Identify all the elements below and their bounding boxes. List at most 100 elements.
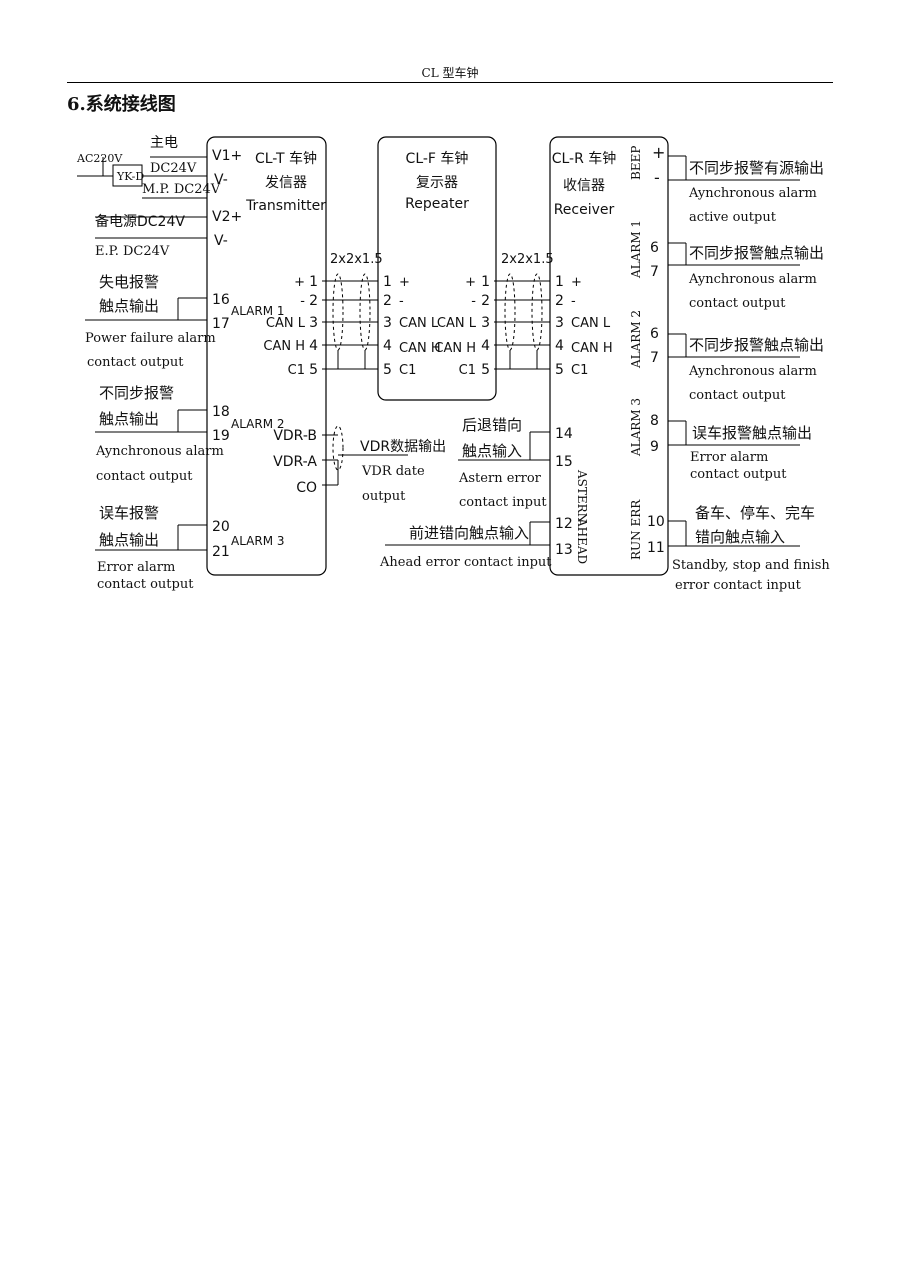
error-alarm-cn2: 触点输出 bbox=[99, 531, 159, 549]
bus-num: 5 bbox=[309, 362, 318, 378]
bus-label: C1 bbox=[459, 363, 476, 378]
error-alarm-en2: contact output bbox=[97, 577, 194, 592]
middle-input-wires bbox=[385, 431, 550, 546]
alarm2-output-en1: Aynchronous alarm bbox=[688, 364, 817, 379]
beep-output-en2: active output bbox=[689, 210, 777, 225]
bus-num: 2 bbox=[555, 293, 564, 309]
bus-label: + bbox=[294, 275, 305, 290]
beep-output-en1: Aynchronous alarm bbox=[688, 186, 817, 201]
bus-num: 4 bbox=[309, 338, 318, 354]
bus-num: 5 bbox=[481, 362, 490, 378]
receiver-t14: 14 bbox=[555, 426, 573, 442]
transmitter-title-cn: 发信器 bbox=[265, 175, 307, 191]
run-err-en2: error contact input bbox=[675, 578, 802, 593]
ahead-cn-label: 前进错向触点输入 bbox=[409, 524, 529, 542]
terminal-21: 21 bbox=[212, 544, 230, 560]
terminal-vdr-a: VDR-A bbox=[273, 454, 317, 470]
terminal-v1-minus: V- bbox=[214, 172, 228, 188]
alarm3-output-en1: Error alarm bbox=[690, 450, 768, 465]
terminal-18: 18 bbox=[212, 404, 230, 420]
terminal-v1-plus: V1+ bbox=[212, 148, 242, 164]
bus-label: - bbox=[399, 294, 404, 309]
power-fail-cn2: 触点输出 bbox=[99, 297, 159, 315]
terminal-17: 17 bbox=[212, 316, 230, 332]
async-alarm-en1: Aynchronous alarm bbox=[95, 444, 224, 459]
transmitter-title-en: Transmitter bbox=[245, 198, 326, 214]
bus-label: C1 bbox=[288, 363, 305, 378]
bus-num: 1 bbox=[481, 274, 490, 290]
bus-label: C1 bbox=[571, 363, 588, 378]
bus-num: 3 bbox=[383, 315, 392, 331]
astern-cn-label-2: 触点输入 bbox=[462, 442, 522, 460]
header-rule bbox=[67, 82, 833, 83]
ac220v-label: AC220V bbox=[76, 152, 123, 165]
vdr-wires bbox=[322, 425, 408, 486]
run-err-cn1: 备车、停车、完车 bbox=[695, 504, 815, 522]
terminal-19: 19 bbox=[212, 428, 230, 444]
transmitter-alarm2-label: ALARM 2 bbox=[231, 417, 285, 431]
receiver-run-err-label: RUN ERR bbox=[629, 499, 643, 560]
vdr-cn-label: VDR数据输出 bbox=[360, 439, 446, 455]
bus-cable-right bbox=[494, 273, 550, 370]
mp-dc24v-label: M.P. DC24V bbox=[142, 182, 221, 197]
repeater-box bbox=[377, 136, 497, 401]
section-title: 6.系统接线图 bbox=[67, 94, 176, 115]
bus-label: CAN H bbox=[571, 341, 613, 356]
bus-cable-left bbox=[322, 273, 378, 370]
bus-num: 2 bbox=[481, 293, 490, 309]
dc24v-label: DC24V bbox=[150, 161, 197, 176]
power-fail-en2: contact output bbox=[87, 355, 184, 370]
transmitter-title: CL-T 车钟 bbox=[255, 150, 317, 167]
page-header: CL 型车钟 bbox=[421, 66, 479, 80]
bus-label: CAN L bbox=[437, 316, 477, 331]
receiver-bus-terminals: 1 + 2 - 3 CAN L 4 CAN H 5 C1 bbox=[555, 274, 613, 378]
power-fail-cn1: 失电报警 bbox=[99, 273, 159, 291]
transmitter-bus-terminals: + 1 - 2 CAN L 3 CAN H 4 C1 5 bbox=[263, 274, 318, 378]
receiver-title-en: Receiver bbox=[554, 202, 615, 218]
async-alarm-cn1: 不同步报警 bbox=[99, 384, 174, 402]
receiver-alarm3-label: ALARM 3 bbox=[629, 398, 643, 457]
async-alarm-en2: contact output bbox=[96, 469, 193, 484]
repeater-title-cn: 复示器 bbox=[416, 174, 458, 191]
receiver-t7a: 7 bbox=[650, 264, 659, 280]
bus-num: 5 bbox=[555, 362, 564, 378]
error-alarm-cn1: 误车报警 bbox=[99, 504, 159, 522]
transmitter-box bbox=[206, 136, 327, 576]
transmitter-alarm3-label: ALARM 3 bbox=[231, 534, 285, 548]
receiver-ahead-label: AHEAD bbox=[575, 517, 589, 564]
receiver-t15: 15 bbox=[555, 454, 573, 470]
alarm1-output-en2: contact output bbox=[689, 296, 786, 311]
ahead-en-label: Ahead error contact input bbox=[379, 555, 552, 570]
receiver-astern-label: ASTERN bbox=[575, 469, 589, 523]
bus-label: - bbox=[300, 294, 305, 309]
transmitter-alarm1-label: ALARM 1 bbox=[231, 304, 285, 318]
bus-label: C1 bbox=[399, 363, 416, 378]
receiver-t6a: 6 bbox=[650, 240, 659, 256]
bus-label: + bbox=[571, 275, 582, 290]
repeater-title-en: Repeater bbox=[405, 196, 469, 212]
backup-power-label: 备电源DC24V bbox=[95, 213, 185, 230]
bus-label: + bbox=[465, 275, 476, 290]
receiver-t8: 8 bbox=[650, 413, 659, 429]
receiver-t12: 12 bbox=[555, 516, 573, 532]
bus-num: 4 bbox=[383, 338, 392, 354]
receiver-t6b: 6 bbox=[650, 326, 659, 342]
receiver-title-cn: 收信器 bbox=[563, 178, 605, 194]
bus-label: - bbox=[571, 294, 576, 309]
bus-num: 1 bbox=[383, 274, 392, 290]
alarm3-output-cn: 误车报警触点输出 bbox=[692, 424, 812, 442]
terminal-20: 20 bbox=[212, 519, 230, 535]
beep-output-cn: 不同步报警有源输出 bbox=[689, 159, 824, 177]
vdr-en-label-1: VDR date bbox=[361, 464, 425, 479]
bus-num: 3 bbox=[481, 315, 490, 331]
bus-num: 4 bbox=[555, 338, 564, 354]
alarm1-output-en1: Aynchronous alarm bbox=[688, 272, 817, 287]
bus-label: - bbox=[471, 294, 476, 309]
alarm2-output-cn: 不同步报警触点输出 bbox=[689, 336, 824, 354]
error-alarm-en1: Error alarm bbox=[97, 560, 175, 575]
alarm1-output-cn: 不同步报警触点输出 bbox=[689, 244, 824, 262]
bus-num: 3 bbox=[309, 315, 318, 331]
bus-num: 2 bbox=[383, 293, 392, 309]
terminal-16: 16 bbox=[212, 292, 230, 308]
receiver-t13: 13 bbox=[555, 542, 573, 558]
